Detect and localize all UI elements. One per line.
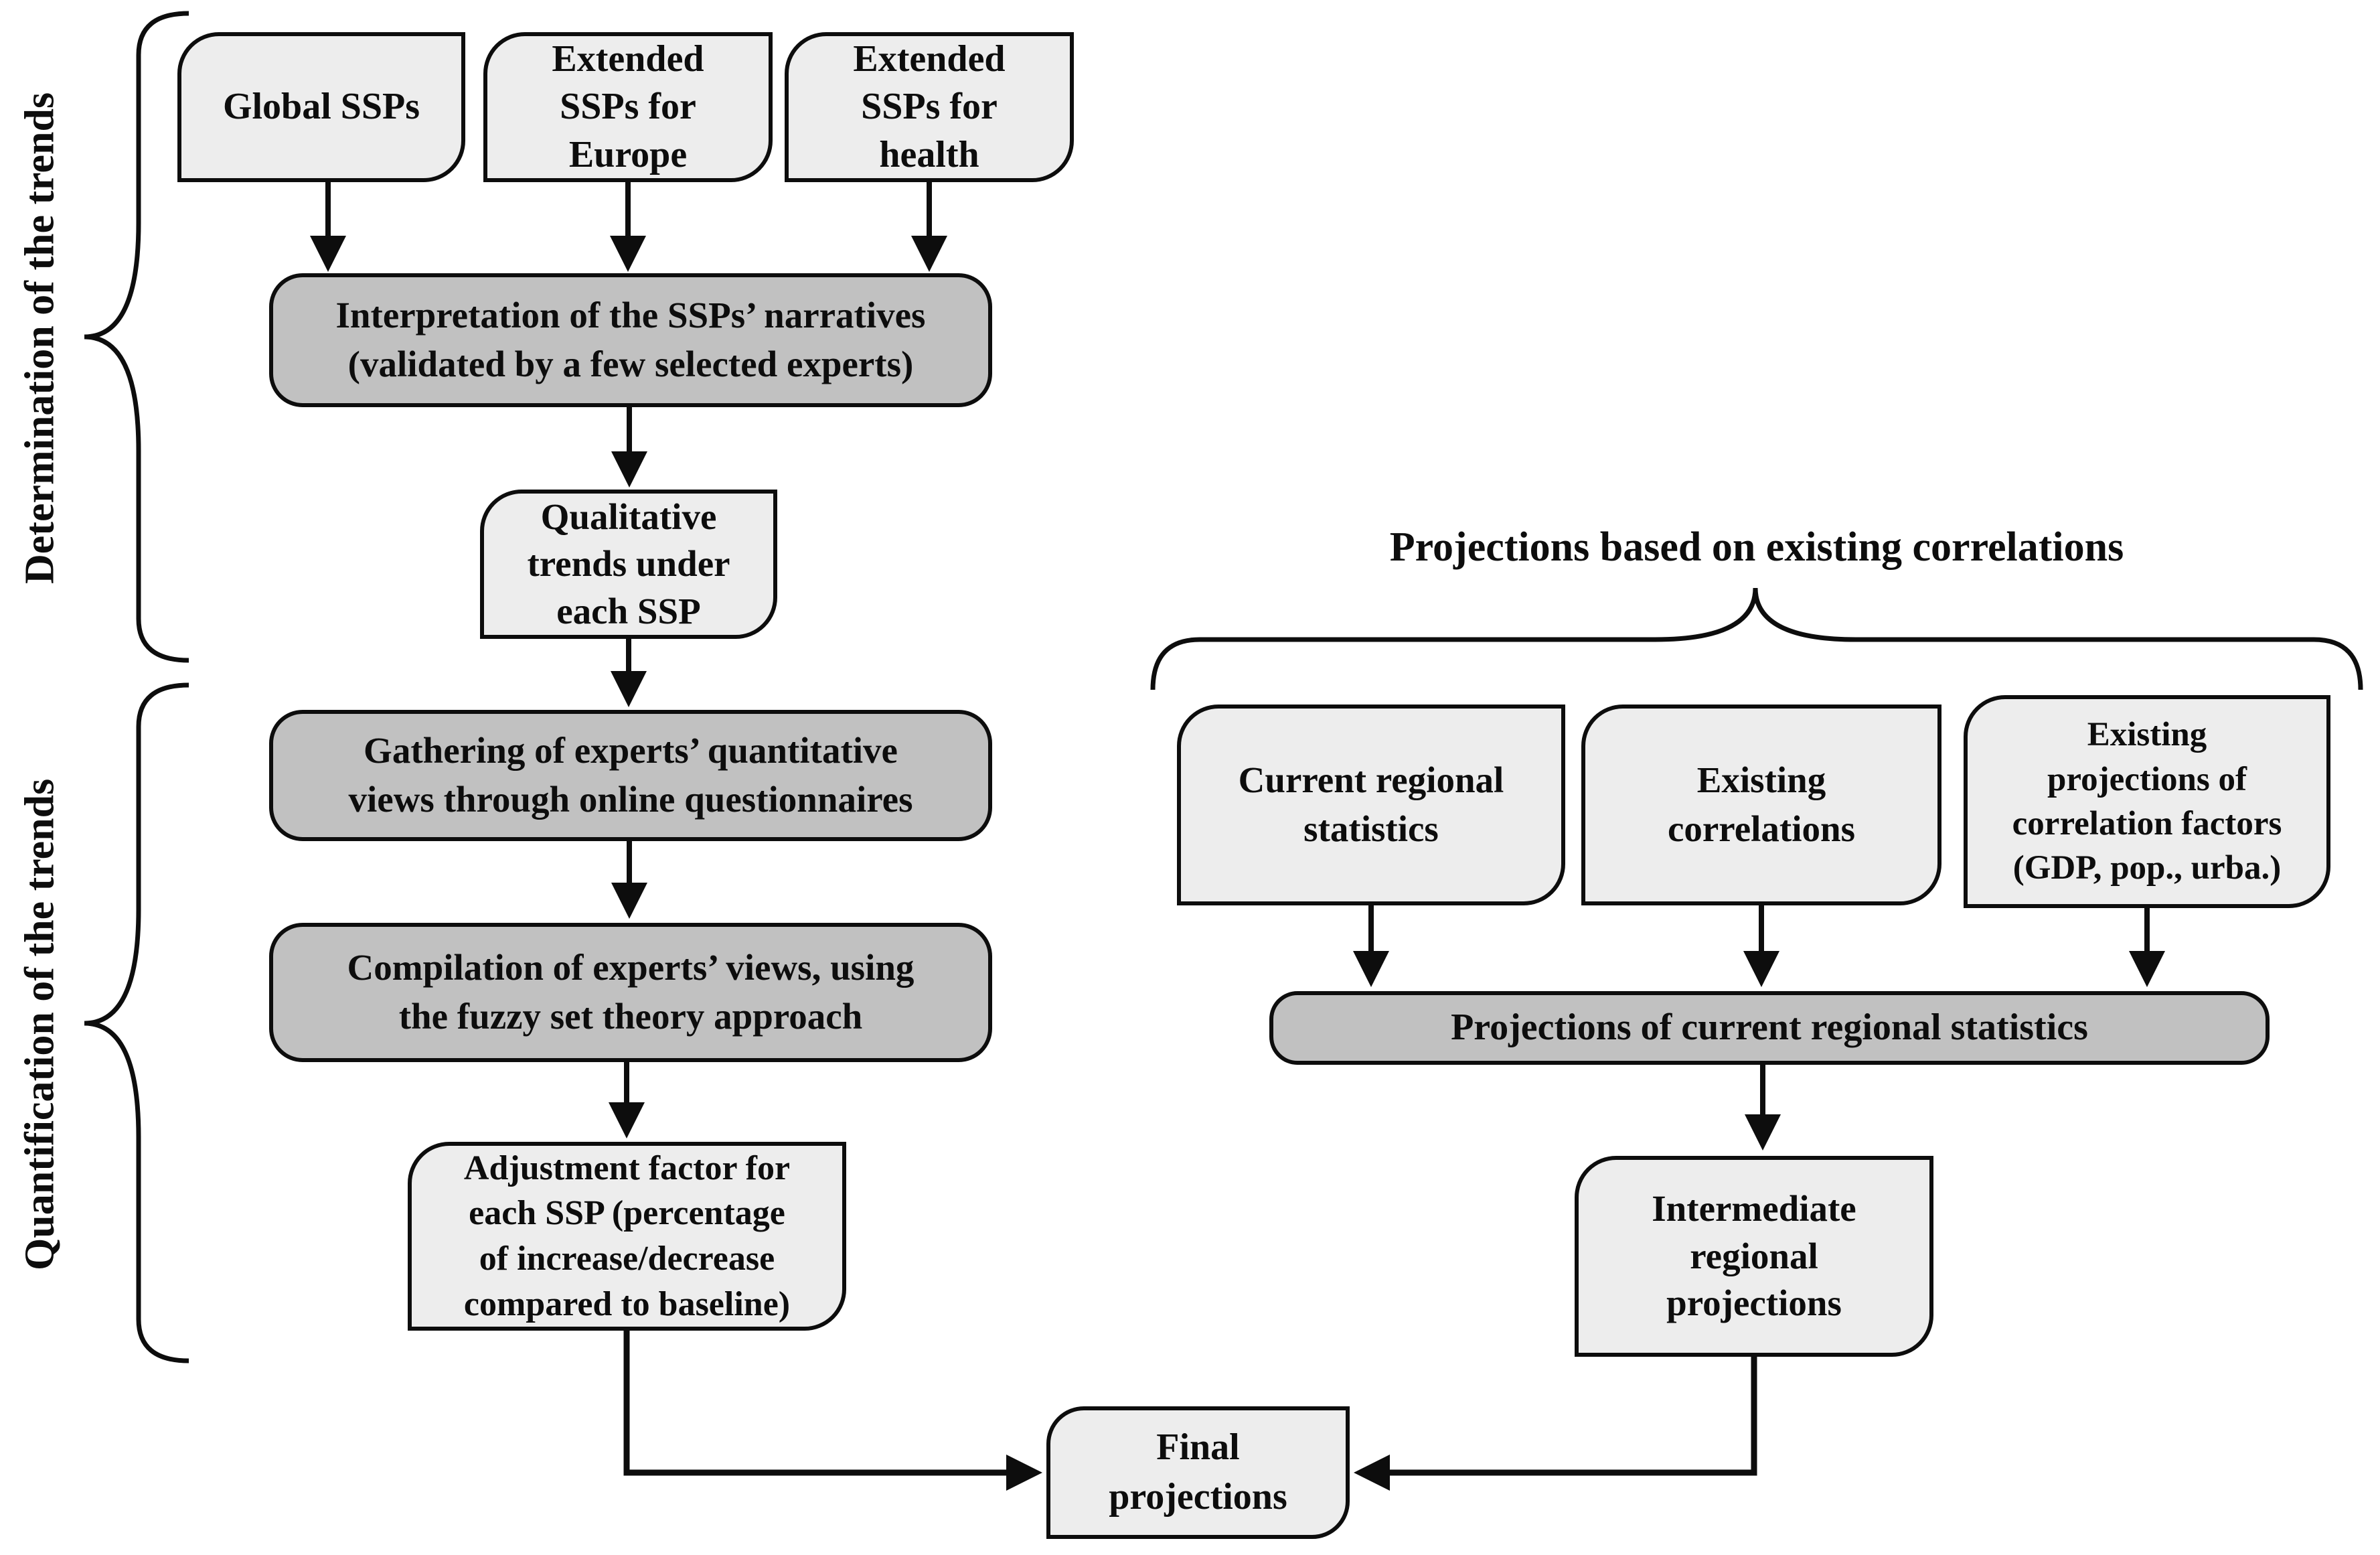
node-existing-projections-factors: Existing projections of correlation fact… — [1964, 695, 2330, 908]
node-current-regional-statistics: Current regional statistics — [1177, 705, 1565, 905]
arrow-europe-to-interpretation — [610, 182, 646, 272]
arrow-currentstats-to-projectionsbar — [1353, 905, 1389, 987]
node-projections-current-regional-statistics: Projections of current regional statisti… — [1269, 991, 2270, 1065]
arrow-gathering-to-compilation — [611, 841, 647, 919]
section-label-quantification: Quantification of the trends — [17, 778, 63, 1271]
arrow-existingproj-to-projectionsbar — [2129, 908, 2165, 987]
node-extended-ssps-europe: Extended SSPs for Europe — [483, 32, 773, 182]
arrow-projectionsbar-to-intermediate — [1745, 1065, 1781, 1151]
brace-projections-correlations — [1150, 587, 2363, 690]
node-gathering-expert-views: Gathering of experts’ quantitative views… — [269, 710, 992, 841]
title-projections-correlations: Projections based on existing correlatio… — [1389, 524, 2124, 570]
node-global-ssps: Global SSPs — [177, 32, 465, 182]
arrow-health-to-interpretation — [911, 182, 947, 272]
arrow-compilation-to-adjustment — [609, 1062, 645, 1138]
arrow-intermediate-to-final — [1354, 1357, 1757, 1491]
node-qualitative-trends: Qualitative trends under each SSP — [480, 490, 777, 639]
brace-quantification — [84, 682, 189, 1363]
arrow-qualitative-to-gathering — [611, 639, 647, 707]
brace-determination — [84, 11, 189, 663]
node-compilation-fuzzy-set: Compilation of experts’ views, using the… — [269, 923, 992, 1062]
node-adjustment-factor: Adjustment factor for each SSP (percenta… — [408, 1142, 846, 1331]
section-label-determination: Determination of the trends — [17, 92, 63, 585]
node-final-projections: Final projections — [1046, 1406, 1350, 1539]
node-extended-ssps-health: Extended SSPs for health — [785, 32, 1074, 182]
node-existing-correlations: Existing correlations — [1581, 705, 1941, 905]
arrow-adjustment-to-final — [623, 1331, 1042, 1491]
arrow-existingcorr-to-projectionsbar — [1743, 905, 1779, 987]
arrow-global-to-interpretation — [310, 182, 346, 272]
node-interpretation-narratives: Interpretation of the SSPs’ narratives (… — [269, 273, 992, 407]
node-intermediate-regional-projections: Intermediate regional projections — [1575, 1156, 1933, 1357]
arrow-interpretation-to-qualitative — [611, 407, 647, 488]
